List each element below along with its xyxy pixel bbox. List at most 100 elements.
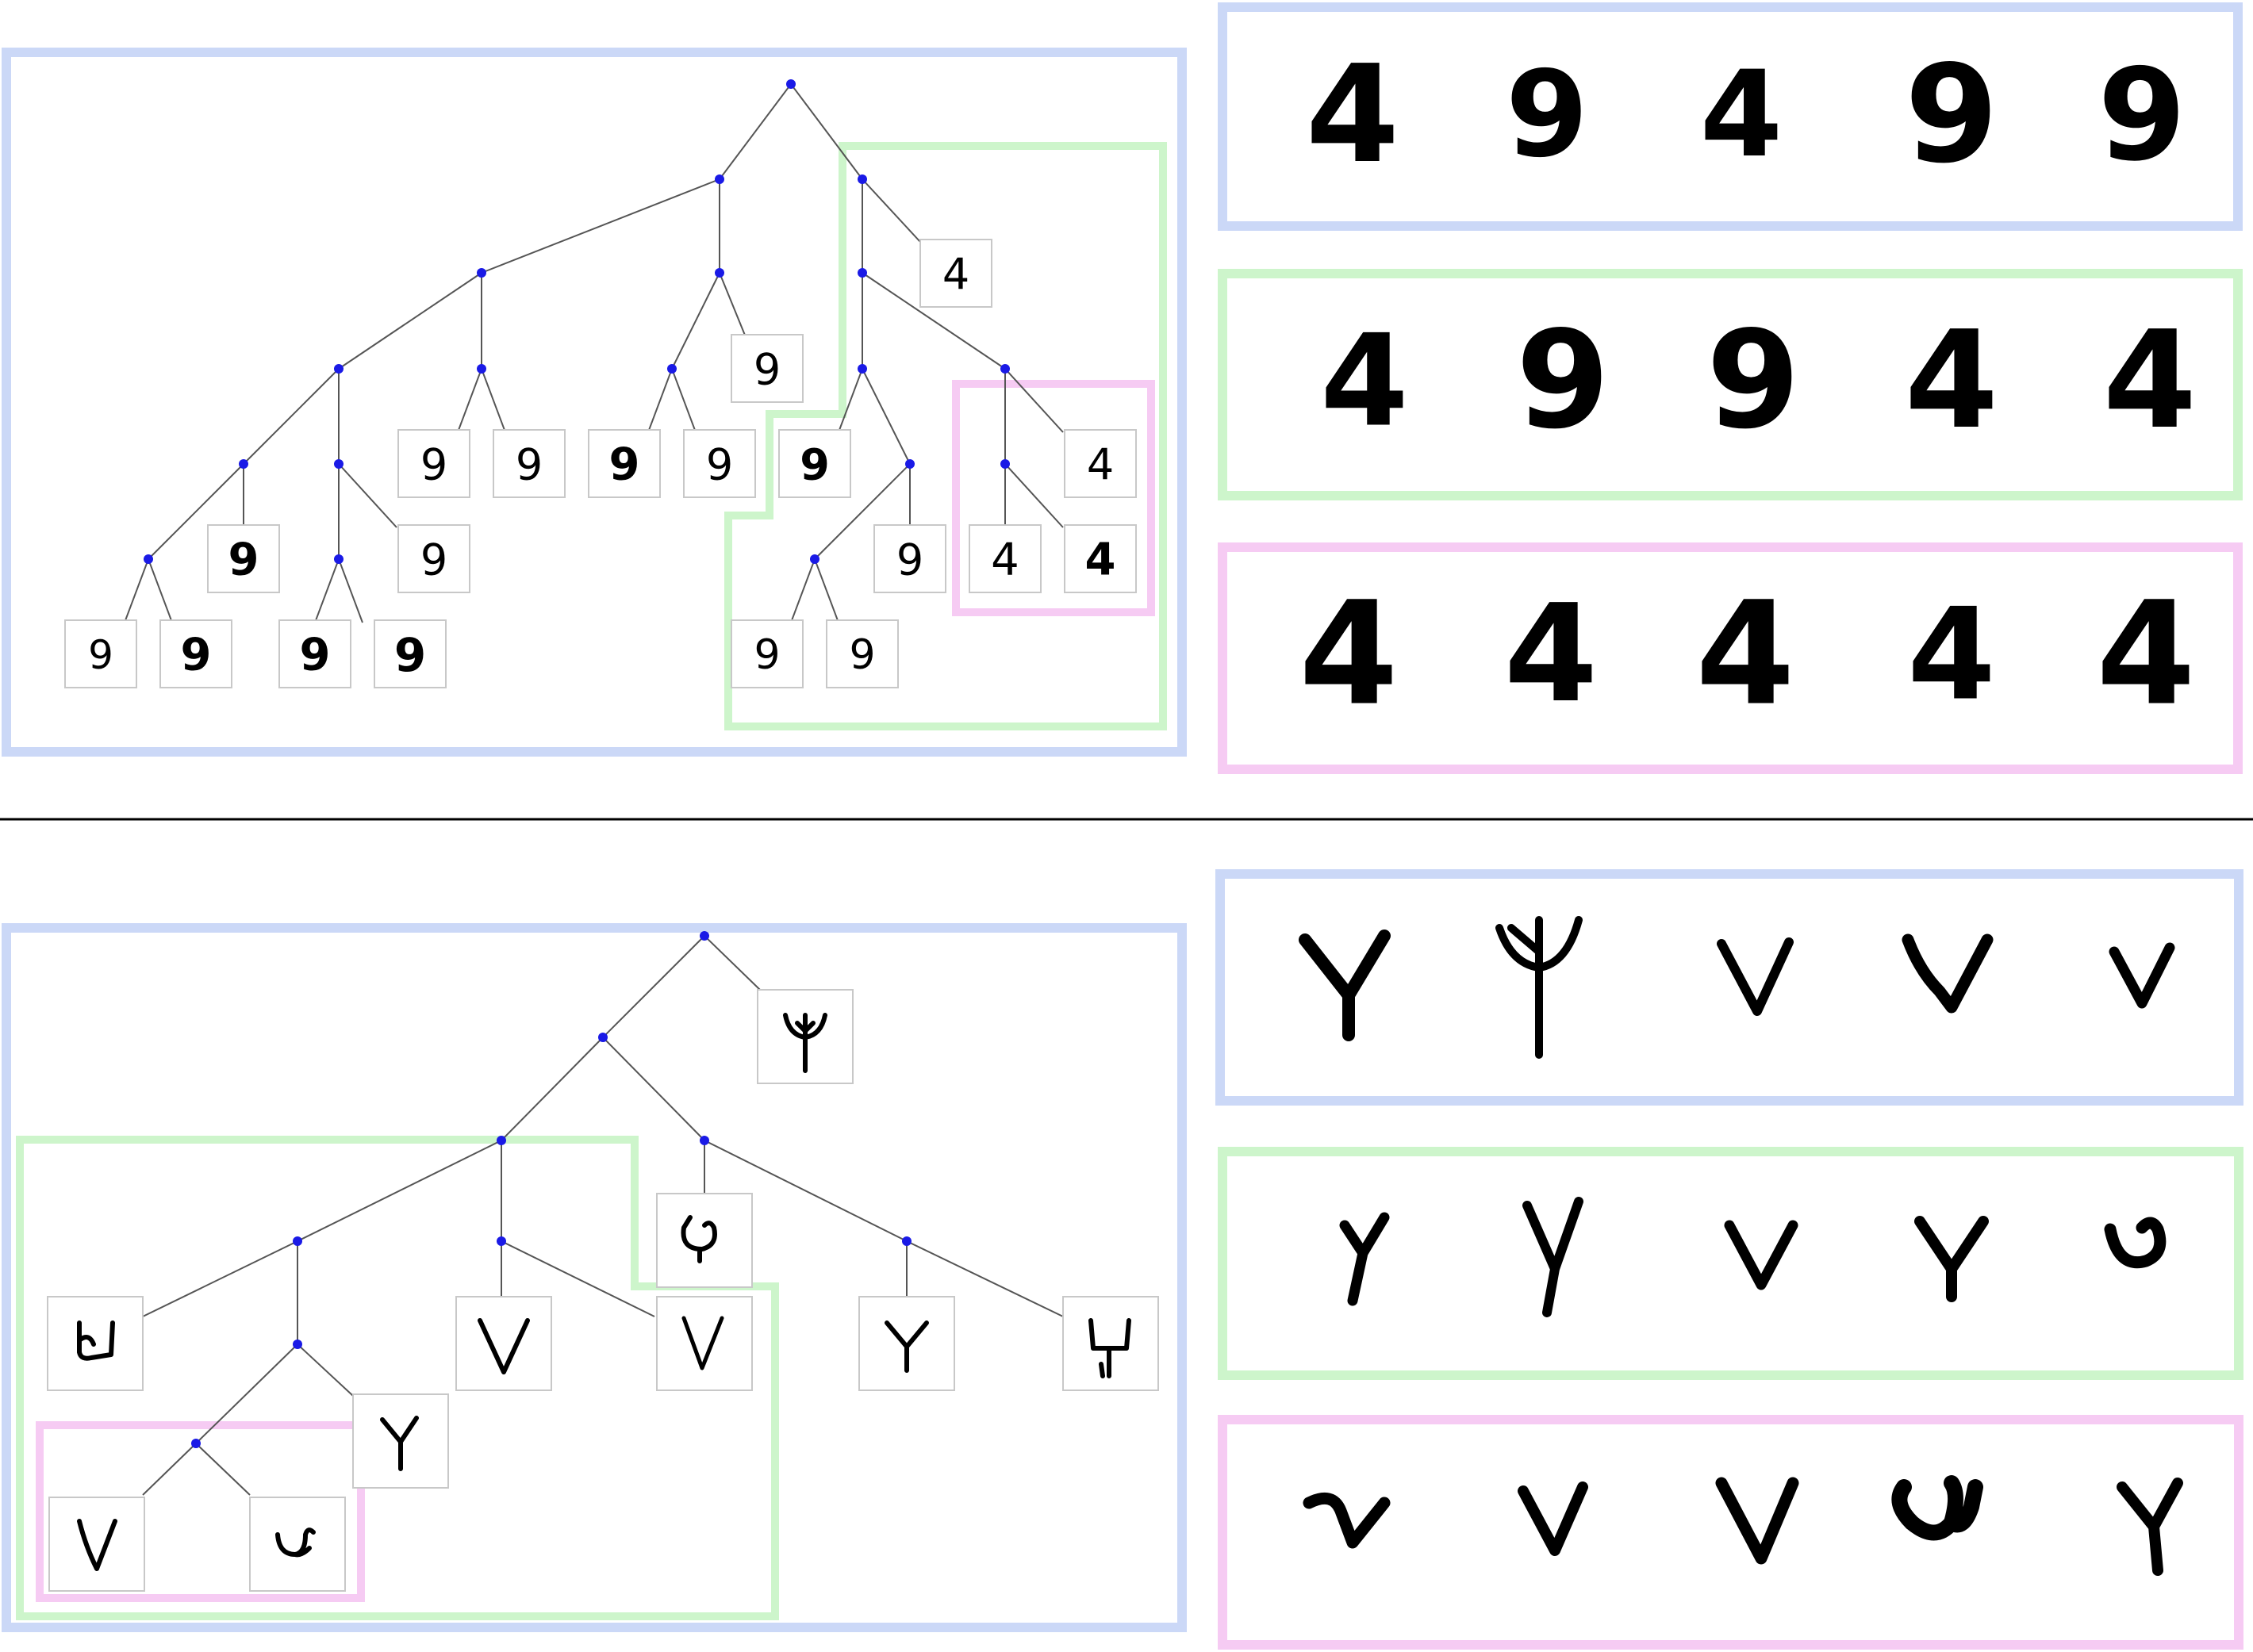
sample-v-glyph [1724, 1220, 1798, 1290]
leaf-digit-box: 9 [278, 619, 351, 688]
svg-text:4: 4 [1087, 440, 1114, 490]
curl-glyph [681, 1215, 717, 1263]
sample-v-glyph [1518, 1481, 1588, 1556]
top-tree-panel: 4 9 9 9 9 9 9 4 9 9 9 4 4 9 9 9 9 9 9 9 [2, 48, 1187, 757]
bottom-blue-frame [2, 923, 1187, 1632]
tree-node [858, 174, 867, 184]
sample-digit: 9 [1706, 302, 1800, 459]
sample-y-glyph [1299, 929, 1391, 1041]
leaf-curl-glyph-box [656, 1193, 753, 1288]
leaf-digit-box: 4 [1064, 524, 1137, 593]
sample-digit: 4 [2096, 572, 2195, 738]
tree-node [810, 554, 819, 564]
leaf-curl-glyph-box [249, 1497, 346, 1592]
tree-node [715, 268, 724, 278]
sample-y-glyph [1522, 1197, 1583, 1317]
svg-text:9: 9 [754, 631, 780, 679]
sample-digit: 9 [1905, 36, 1998, 194]
svg-text:9: 9 [420, 535, 447, 585]
leaf-digit-box: 9 [159, 619, 232, 688]
svg-text:4: 4 [991, 535, 1019, 586]
fork-glyph [1088, 1318, 1131, 1378]
y-glyph [380, 1416, 419, 1471]
leaf-digit-box: 9 [397, 429, 470, 498]
sample-digit: 4 [1695, 572, 1794, 738]
tree-node [144, 554, 153, 564]
tree-node [293, 1236, 302, 1246]
tree-node [1000, 459, 1010, 469]
svg-text:9: 9 [516, 440, 543, 490]
tree-node [191, 1439, 201, 1448]
top-tree-leaves: 4 9 9 9 9 9 9 4 9 9 9 4 4 9 9 9 9 9 9 9 [64, 239, 1137, 688]
leaf-v-glyph-box [656, 1296, 753, 1391]
leaf-digit-box: 9 [397, 524, 470, 593]
svg-text:9: 9 [228, 535, 259, 586]
sample-digit: 4 [1907, 581, 1995, 729]
leaf-digit-box: 9 [588, 429, 661, 498]
svg-text:9: 9 [181, 630, 212, 681]
top-samples-green-frame [1218, 269, 2243, 500]
top-green-frame [724, 142, 1167, 730]
leaf-u-hook-glyph-box [47, 1296, 144, 1391]
tree-node [786, 79, 796, 89]
leaf-v-glyph-box [455, 1296, 552, 1391]
sample-psi-glyph [1495, 916, 1583, 1059]
sample-digit: 9 [1506, 46, 1588, 184]
curl-glyph [275, 1527, 316, 1558]
sample-digit: 4 [1306, 36, 1399, 194]
bottom-green-frame [16, 1136, 779, 1620]
leaf-psi-glyph-box [757, 989, 854, 1084]
svg-text:9: 9 [849, 631, 875, 679]
v-glyph [681, 1316, 724, 1370]
leaf-digit-box: 9 [731, 334, 804, 403]
leaf-digit-box: 9 [493, 429, 566, 498]
svg-text:9: 9 [88, 632, 113, 678]
tree-node [858, 268, 867, 278]
tree-node [477, 364, 486, 374]
sample-curl-glyph [1303, 1492, 1391, 1549]
bottom-samples-panel [1215, 869, 2243, 1650]
leaf-digit-box: 9 [873, 524, 946, 593]
tree-node [700, 931, 709, 941]
leaf-y-glyph-box [352, 1393, 449, 1489]
sample-v-glyph [2109, 942, 2175, 1009]
svg-text:9: 9 [754, 345, 781, 395]
leaf-digit-box: 9 [374, 619, 447, 688]
leaf-digit-box: 9 [778, 429, 851, 498]
sample-y-glyph [1914, 1216, 1989, 1302]
tree-node [497, 1136, 506, 1145]
sample-v-glyph [1717, 937, 1794, 1016]
tree-node [293, 1340, 302, 1349]
top-samples-panel: 4 9 4 9 9 4 9 9 4 4 4 4 4 4 4 [1218, 2, 2243, 774]
tree-node [239, 459, 248, 469]
leaf-v-glyph-box [48, 1497, 145, 1592]
v-glyph [77, 1519, 117, 1571]
tree-node [858, 364, 867, 374]
leaf-digit-box: 9 [683, 429, 756, 498]
leaf-y-glyph-box [858, 1296, 955, 1391]
svg-text:9: 9 [394, 628, 426, 682]
svg-text:9: 9 [420, 440, 447, 490]
tree-node [334, 554, 344, 564]
tree-node [598, 1033, 608, 1042]
tree-node [905, 459, 915, 469]
leaf-digit-box: 9 [207, 524, 280, 593]
leaf-digit-box: 9 [731, 619, 804, 688]
bottom-tree-edges [142, 935, 1064, 1496]
sample-digit: 4 [1299, 572, 1398, 738]
svg-text:9: 9 [896, 535, 923, 585]
svg-text:4: 4 [942, 250, 969, 300]
sample-y-glyph [2117, 1478, 2183, 1576]
svg-text:9: 9 [609, 439, 640, 491]
tree-node [1000, 364, 1010, 374]
top-blue-frame [2, 48, 1187, 757]
sample-digit: 4 [1320, 307, 1408, 455]
sample-y-glyph [1339, 1212, 1390, 1306]
svg-text:9: 9 [706, 440, 733, 490]
sample-digit: 4 [1504, 576, 1598, 733]
bottom-samples-green-frame [1218, 1147, 2243, 1380]
svg-text:9: 9 [800, 440, 830, 490]
tree-node [715, 174, 724, 184]
leaf-digit-box: 9 [64, 619, 137, 688]
